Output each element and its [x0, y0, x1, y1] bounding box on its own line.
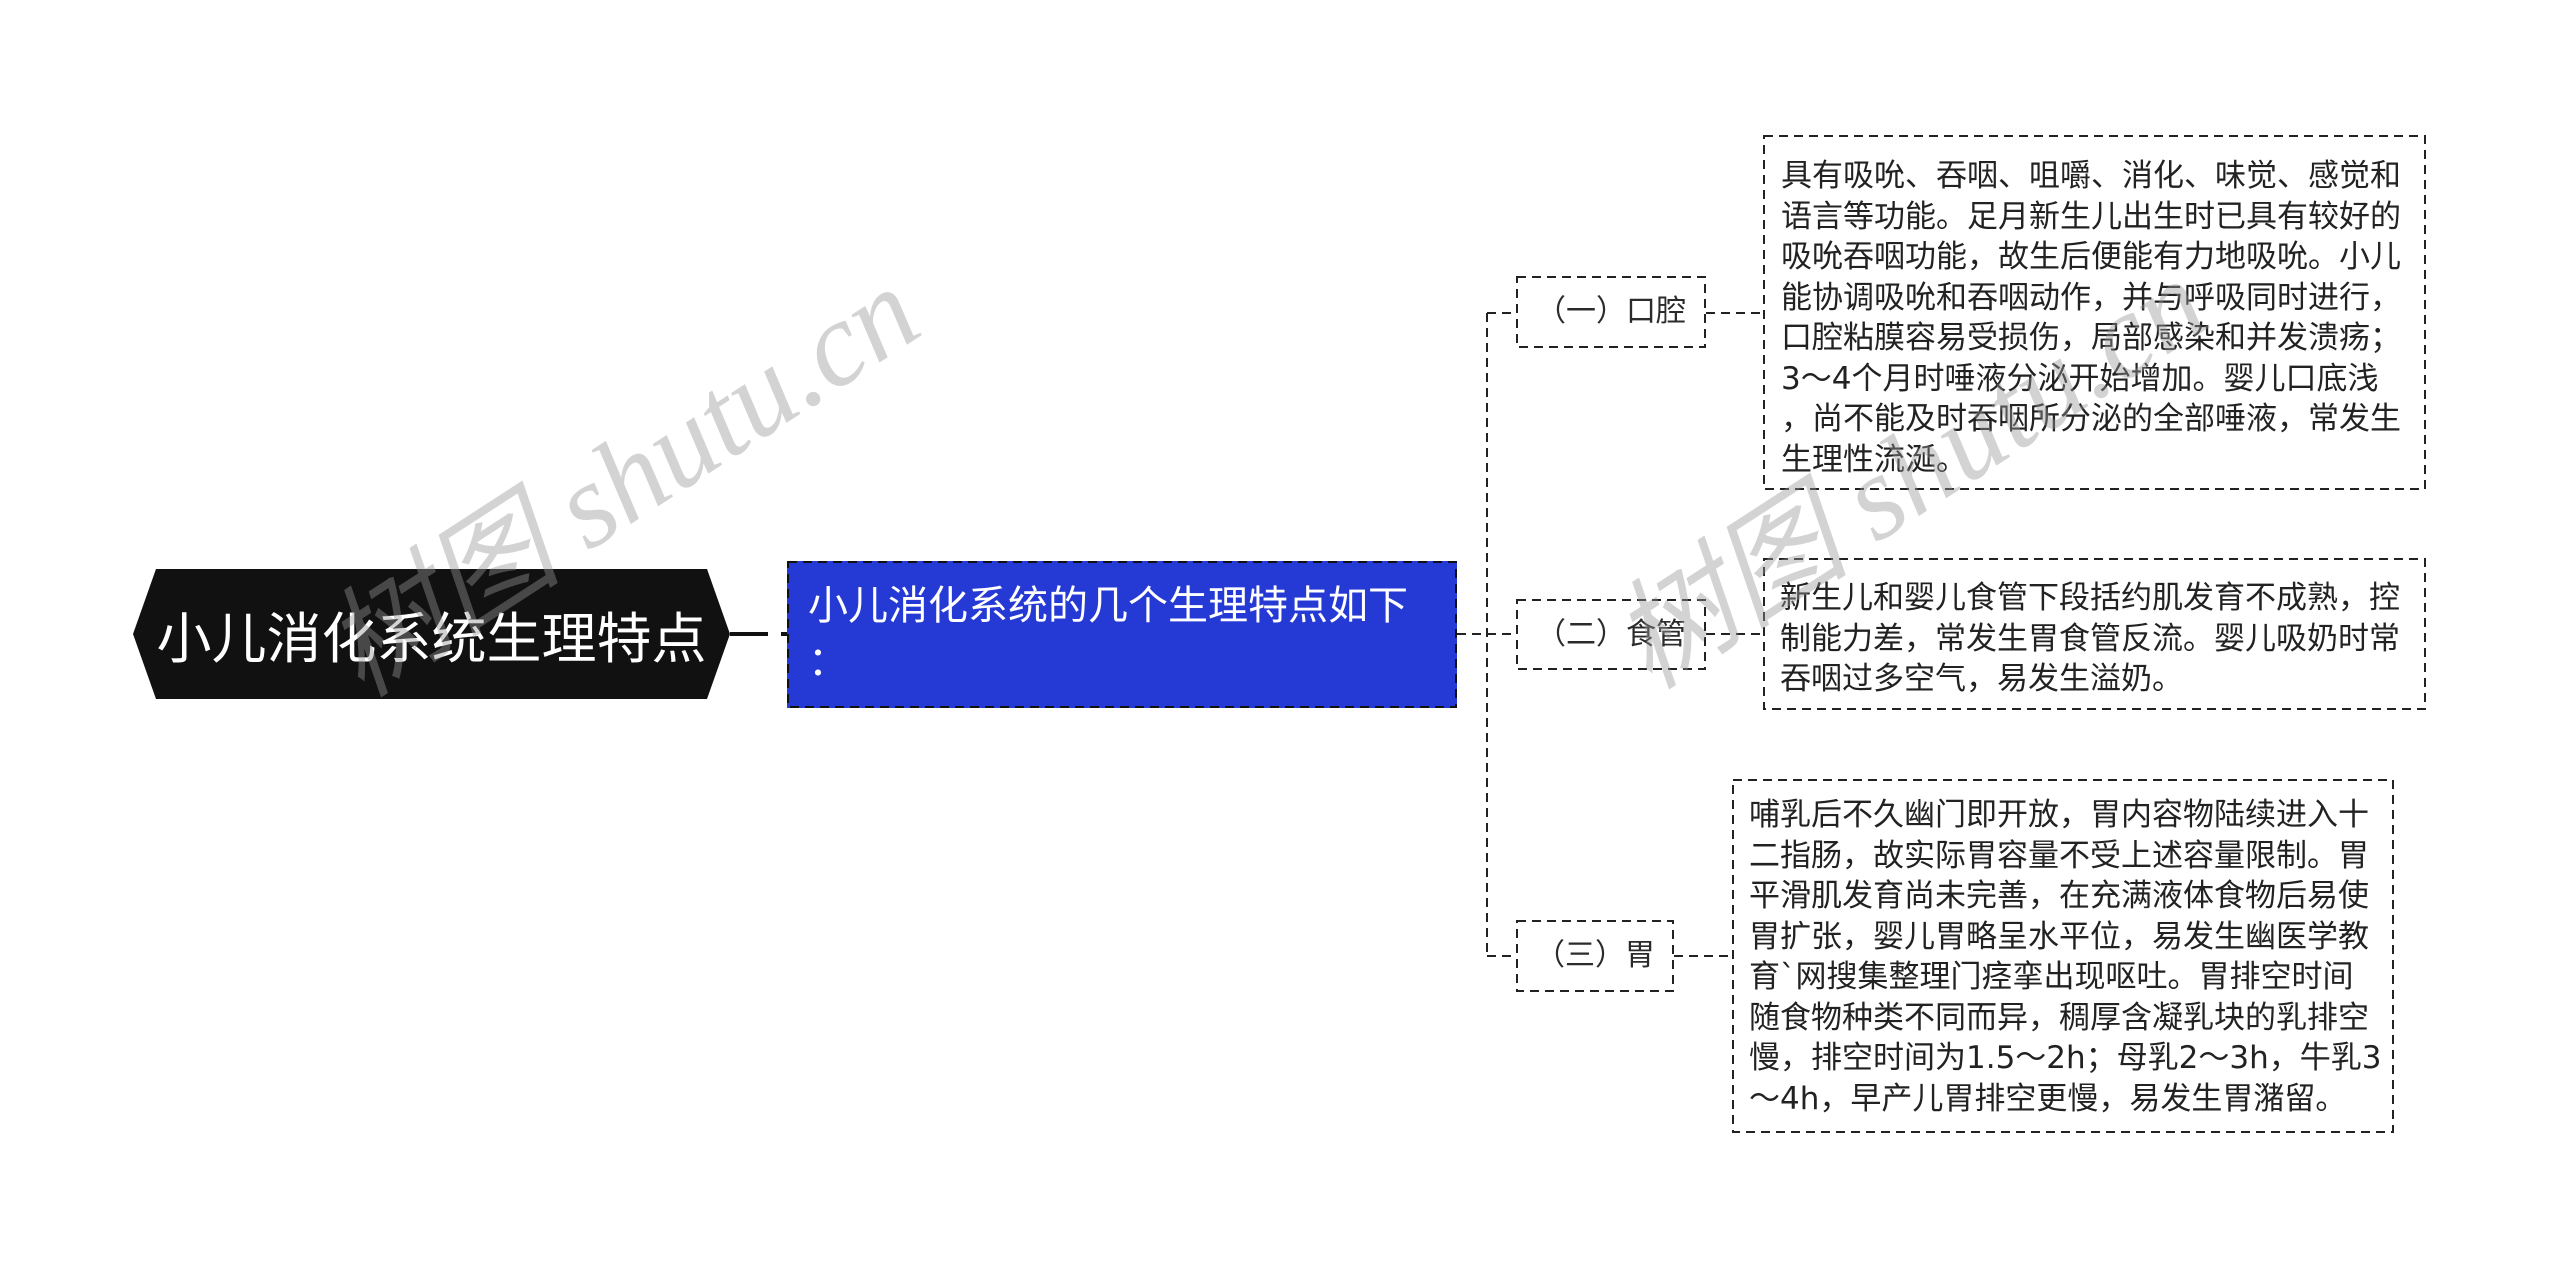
summary-node[interactable]: 小儿消化系统的几个生理特点如下 ：	[787, 561, 1457, 708]
branch-label: （一）口腔	[1536, 294, 1686, 329]
root-node-label: 小儿消化系统生理特点	[156, 607, 707, 671]
branch-node-esophagus[interactable]: （二）食管	[1516, 599, 1706, 670]
detail-line: 平滑肌发育尚未完善，在充满液体食物后易使	[1749, 878, 2369, 914]
root-node[interactable]: 小儿消化系统生理特点	[133, 569, 730, 699]
detail-node-stomach[interactable]: 哺乳后不久幽门即开放，胃内容物陆续进入十 二指肠，故实际胃容量不受上述容量限制。…	[1732, 779, 2394, 1133]
detail-line: 新生儿和婴儿食管下段括约肌发育不成熟，控	[1780, 580, 2400, 616]
branch-label: （二）食管	[1536, 616, 1686, 652]
detail-line: 能协调吸吮和吞咽动作，并与呼吸同时进行，	[1781, 279, 2401, 316]
branch-label: （三）胃	[1535, 938, 1655, 973]
detail-line: 慢，排空时间为1.5～2h；母乳2～3h，牛乳3	[1749, 1040, 2382, 1076]
detail-line: 语言等功能。足月新生儿出生时已具有较好的	[1781, 198, 2401, 235]
detail-line: 具有吸吮、吞咽、咀嚼、消化、味觉、感觉和	[1781, 158, 2401, 194]
detail-line: 吞咽过多空气，易发生溢奶。	[1780, 661, 2183, 697]
detail-line: 口腔粘膜容易受损伤，局部感染和并发溃疡；	[1781, 320, 2401, 356]
detail-line: ，尚不能及时吞咽所分泌的全部唾液，常发生	[1781, 401, 2401, 437]
detail-line: 制能力差，常发生胃食管反流。婴儿吸奶时常	[1780, 620, 2400, 657]
summary-line: 小儿消化系统的几个生理特点如下	[808, 583, 1408, 629]
detail-node-oral-cavity[interactable]: 具有吸吮、吞咽、咀嚼、消化、味觉、感觉和 语言等功能。足月新生儿出生时已具有较好…	[1763, 135, 2426, 490]
detail-line: 随食物种类不同而异，稠厚含凝乳块的乳排空	[1749, 999, 2369, 1036]
summary-line: ：	[808, 639, 848, 685]
detail-node-esophagus[interactable]: 新生儿和婴儿食管下段括约肌发育不成熟，控 制能力差，常发生胃食管反流。婴儿吸奶时…	[1763, 558, 2426, 710]
detail-line: 吸吮吞咽功能，故生后便能有力地吸吮。小儿	[1781, 239, 2401, 275]
detail-line: 3～4个月时唾液分泌开始增加。婴儿口底浅	[1781, 360, 2379, 397]
detail-line: 二指肠，故实际胃容量不受上述容量限制。胃	[1749, 837, 2369, 874]
detail-line: 哺乳后不久幽门即开放，胃内容物陆续进入十	[1749, 797, 2369, 833]
branch-node-stomach[interactable]: （三）胃	[1516, 920, 1674, 992]
branch-node-oral-cavity[interactable]: （一）口腔	[1516, 276, 1706, 348]
detail-line: 胃扩张，婴儿胃略呈水平位，易发生幽医学教	[1749, 918, 2369, 955]
detail-line: ～4h，早产儿胃排空更慢，易发生胃潴留。	[1749, 1080, 2347, 1117]
detail-line: 生理性流涎。	[1781, 441, 1967, 478]
detail-line: 育`网搜集整理门痉挛出现呕吐。胃排空时间	[1749, 959, 2354, 995]
